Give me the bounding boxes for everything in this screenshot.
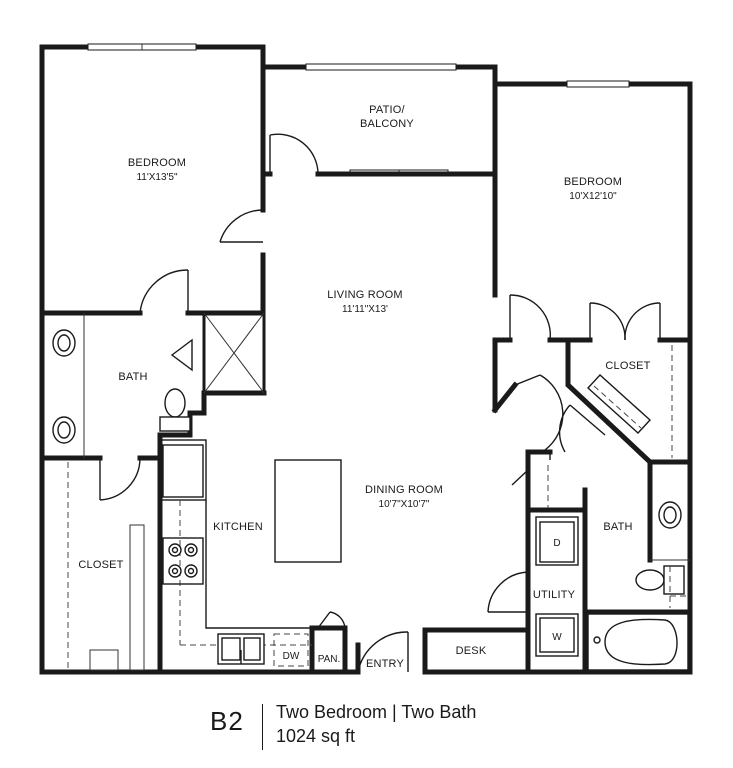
closet-left-name: CLOSET <box>78 559 123 571</box>
exterior-walls <box>39 44 693 675</box>
pantry-label: PAN. <box>318 654 341 665</box>
bedroom-left-name: BEDROOM <box>128 157 186 169</box>
bedroom-left-dims: 11'X13'5" <box>136 172 178 183</box>
bath-right-name: BATH <box>603 521 632 533</box>
plan-caption: B2 Two Bedroom | Two Bath 1024 sq ft <box>0 700 733 760</box>
utility-name: UTILITY <box>533 589 576 601</box>
bath-right-fixtures <box>547 452 690 671</box>
caption-divider <box>262 704 263 750</box>
room-labels: BEDROOM 11'X13'5" PATIO/ BALCONY BEDROOM… <box>78 104 650 670</box>
living-room-dims: 11'11"X13' <box>342 304 388 315</box>
bath-left-fixtures <box>52 312 265 458</box>
dining-room-name: DINING ROOM <box>365 484 443 496</box>
desk-name: DESK <box>456 645 487 657</box>
washer-label: W <box>552 632 562 643</box>
bedroom-right-name: BEDROOM <box>564 176 622 188</box>
bedroom-right-dims: 10'X12'10" <box>569 191 617 202</box>
unit-area: 1024 sq ft <box>276 726 356 746</box>
closet-right-fixtures <box>587 345 673 458</box>
utility-fixtures <box>535 516 579 657</box>
closet-left-fixtures <box>67 462 145 671</box>
kitchen-name: KITCHEN <box>213 521 263 533</box>
bath-left-name: BATH <box>118 371 147 383</box>
dishwasher-label: DW <box>283 651 300 662</box>
dryer-label: D <box>553 538 560 549</box>
unit-code: B2 <box>210 706 244 736</box>
entry-name: ENTRY <box>366 658 405 670</box>
patio-name-line1: PATIO/ <box>369 104 405 116</box>
dining-room-dims: 10'7"X10'7" <box>379 499 430 510</box>
closet-right-name: CLOSET <box>605 360 650 372</box>
living-room-name: LIVING ROOM <box>327 289 403 301</box>
kitchen-fixtures <box>159 439 342 667</box>
unit-type: Two Bedroom | Two Bath <box>276 702 477 722</box>
patio-name-line2: BALCONY <box>360 118 414 130</box>
doors <box>99 133 661 673</box>
interior-walls <box>39 64 693 675</box>
